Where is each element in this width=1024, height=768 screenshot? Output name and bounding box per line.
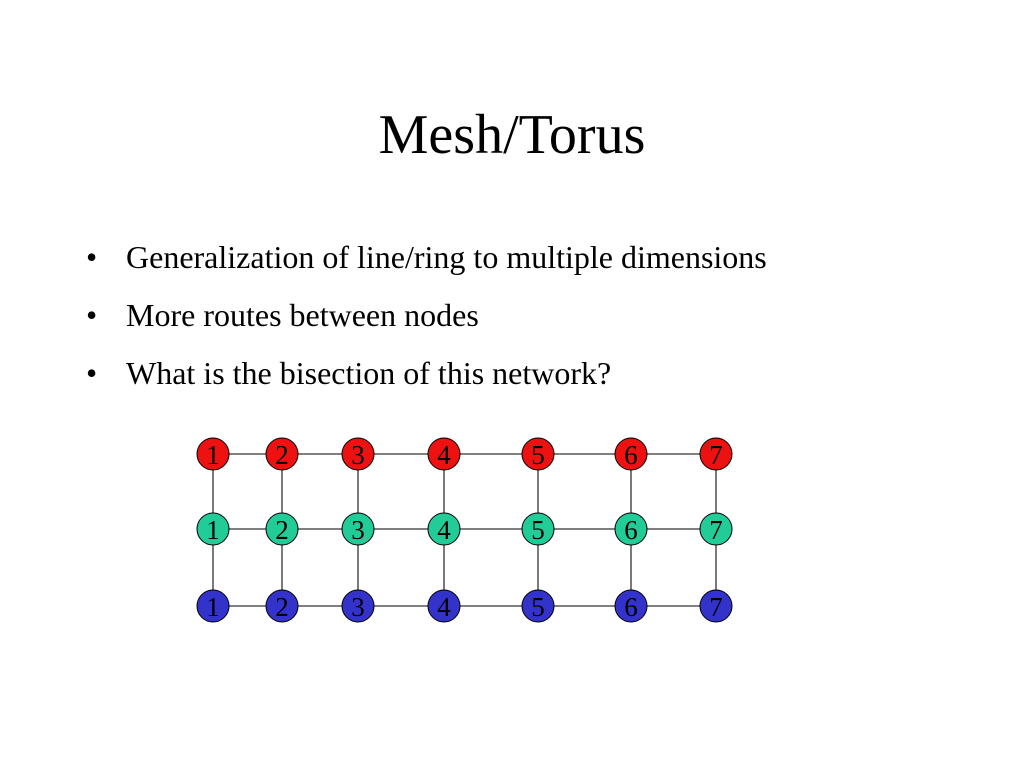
bullet-list: • Generalization of line/ring to multipl… — [86, 228, 767, 402]
node-label: 5 — [531, 592, 545, 622]
node-circle — [196, 589, 230, 623]
node-circle — [341, 512, 375, 546]
node-label: 6 — [624, 592, 638, 622]
node-red-row-7: 7 — [699, 437, 733, 471]
node-green-row-5: 5 — [521, 512, 555, 546]
node-circle — [614, 437, 648, 471]
node-blue-row-7: 7 — [699, 589, 733, 623]
node-circle — [196, 512, 230, 546]
bullet-dot-icon: • — [86, 239, 98, 275]
node-green-row-6: 6 — [614, 512, 648, 546]
node-circle — [614, 589, 648, 623]
slide-title: Mesh/Torus — [378, 104, 646, 166]
node-label: 6 — [624, 440, 638, 470]
bullet-item: • More routes between nodes — [86, 286, 767, 344]
node-red-row-2: 2 — [265, 437, 299, 471]
node-label: 3 — [351, 515, 365, 545]
node-label: 5 — [531, 440, 545, 470]
node-circle — [427, 589, 461, 623]
node-blue-row-2: 2 — [265, 589, 299, 623]
node-green-row-1: 1 — [196, 512, 230, 546]
node-green-row-2: 2 — [265, 512, 299, 546]
node-label: 3 — [351, 440, 365, 470]
node-blue-row-3: 3 — [341, 589, 375, 623]
node-label: 1 — [206, 440, 220, 470]
node-circle — [265, 512, 299, 546]
node-red-row-6: 6 — [614, 437, 648, 471]
node-circle — [341, 589, 375, 623]
node-label: 2 — [275, 515, 289, 545]
node-label: 2 — [275, 592, 289, 622]
node-circle — [699, 512, 733, 546]
node-green-row-4: 4 — [427, 512, 461, 546]
node-label: 7 — [709, 440, 723, 470]
node-label: 5 — [531, 515, 545, 545]
node-circle — [521, 512, 555, 546]
bullet-text: More routes between nodes — [126, 297, 479, 333]
node-label: 3 — [351, 592, 365, 622]
node-label: 2 — [275, 440, 289, 470]
node-blue-row-6: 6 — [614, 589, 648, 623]
node-circle — [699, 437, 733, 471]
node-blue-row-5: 5 — [521, 589, 555, 623]
node-circle — [341, 437, 375, 471]
bullet-dot-icon: • — [86, 297, 98, 333]
node-circle — [265, 437, 299, 471]
node-circle — [427, 512, 461, 546]
node-green-row-7: 7 — [699, 512, 733, 546]
bullet-item: • What is the bisection of this network? — [86, 344, 767, 402]
bullet-dot-icon: • — [86, 355, 98, 391]
node-circle — [614, 512, 648, 546]
bullet-item: • Generalization of line/ring to multipl… — [86, 228, 767, 286]
node-circle — [699, 589, 733, 623]
node-circle — [521, 437, 555, 471]
node-label: 4 — [437, 515, 451, 545]
node-red-row-4: 4 — [427, 437, 461, 471]
node-label: 7 — [709, 592, 723, 622]
node-label: 4 — [437, 440, 451, 470]
node-red-row-3: 3 — [341, 437, 375, 471]
node-circle — [196, 437, 230, 471]
bullet-text: What is the bisection of this network? — [126, 355, 612, 391]
node-label: 7 — [709, 515, 723, 545]
node-circle — [521, 589, 555, 623]
node-red-row-5: 5 — [521, 437, 555, 471]
node-circle — [427, 437, 461, 471]
node-blue-row-1: 1 — [196, 589, 230, 623]
node-label: 4 — [437, 592, 451, 622]
node-label: 1 — [206, 515, 220, 545]
node-red-row-1: 1 — [196, 437, 230, 471]
bullet-text: Generalization of line/ring to multiple … — [126, 239, 767, 275]
node-label: 1 — [206, 592, 220, 622]
node-green-row-3: 3 — [341, 512, 375, 546]
node-circle — [265, 589, 299, 623]
node-label: 6 — [624, 515, 638, 545]
node-blue-row-4: 4 — [427, 589, 461, 623]
